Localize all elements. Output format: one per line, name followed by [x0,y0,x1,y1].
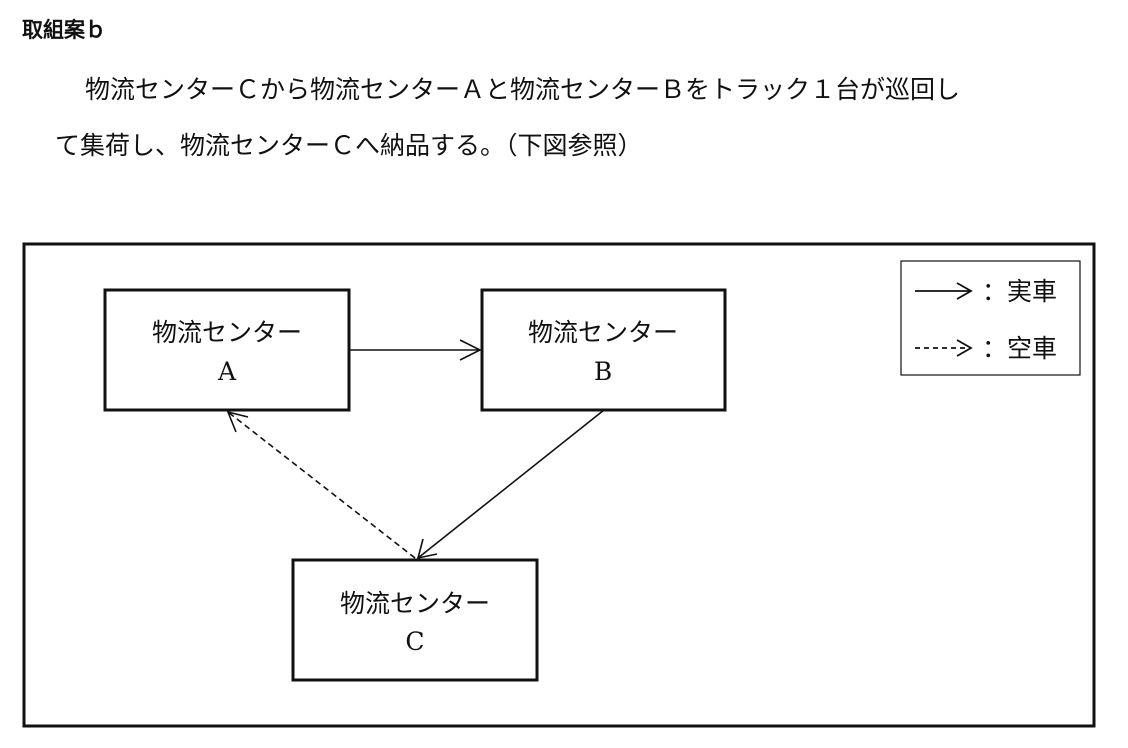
node-label: 物流センター [152,318,302,347]
arrowhead [956,339,973,357]
node-center-a: 物流センター A [103,288,351,412]
arrowhead [459,339,482,361]
node-box [480,288,727,412]
description-line-1: 物流センターＣから物流センターＡと物流センターＢをトラック１台が巡回し [85,75,961,104]
legend-dashed-item: ：空車 [915,334,1057,363]
diagram-frame [22,242,1096,728]
edge-a-to-b [349,339,482,361]
node-sublabel: A [217,357,237,386]
edge-c-to-a [226,410,416,559]
node-center-c: 物流センター C [291,558,539,682]
arrowhead [226,410,249,433]
edge-b-to-c [416,409,605,560]
edge-line [417,409,605,559]
arrowhead [956,282,973,300]
legend-dashed-label: ：空車 [982,334,1057,363]
node-box [291,558,539,682]
legend-solid-label: ：実車 [982,277,1057,306]
node-label: 物流センター [528,318,678,347]
legend: ：実車 ：空車 [900,260,1081,376]
node-sublabel: B [594,357,612,386]
node-sublabel: C [405,627,424,656]
node-label: 物流センター [340,589,490,618]
description-line-2: て集荷し、物流センターＣへ納品する。（下図参照） [55,131,643,160]
section-heading: 取組案ｂ [22,18,106,42]
edge-line-dashed [227,411,416,559]
legend-box [900,260,1081,376]
legend-solid-item: ：実車 [915,277,1057,306]
node-center-b: 物流センター B [480,288,727,412]
node-box [103,288,351,412]
arrowhead [416,538,438,560]
